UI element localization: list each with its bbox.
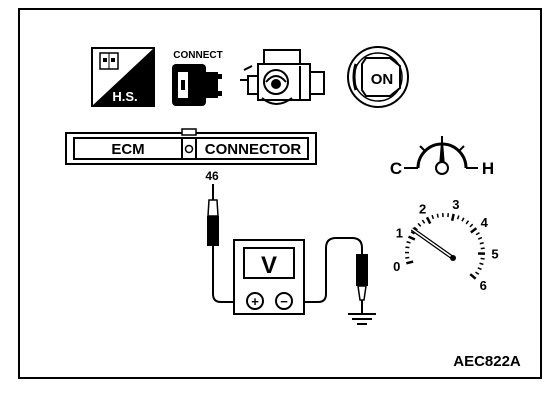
tach-minor-tick (413, 226, 418, 231)
hs-label: H.S. (112, 89, 137, 104)
ecm-connector: ECM CONNECTOR 46 (65, 128, 317, 183)
tach-minor-tick (475, 232, 480, 236)
tach-minor-tick (406, 241, 411, 244)
negative-lead-wire (294, 237, 363, 303)
positive-lead-wire (212, 254, 244, 303)
ground-probe (356, 254, 368, 314)
tach-minor-tick (431, 214, 435, 220)
tach-minor-tick (479, 242, 484, 245)
tach-minor-tick (479, 262, 484, 266)
connect-plug-icon: CONNECT (172, 50, 223, 106)
tachometer-scale: 0 1 2 3 4 5 6 (393, 197, 499, 293)
engine-icon (240, 49, 325, 105)
tachometer-ticks (404, 213, 486, 280)
tach-minor-tick (417, 222, 422, 227)
connect-label: CONNECT (173, 50, 222, 61)
tach-minor-tick (477, 236, 483, 240)
tach-label-4: 4 (481, 215, 489, 230)
tach-minor-tick (436, 213, 439, 218)
positive-probe (207, 184, 219, 254)
tach-label-0: 0 (393, 259, 400, 274)
tach-label-2: 2 (419, 201, 426, 216)
tach-major-tick (470, 227, 478, 234)
tach-major-tick (407, 235, 416, 241)
tach-label-5: 5 (491, 247, 498, 262)
tach-label-6: 6 (480, 278, 487, 293)
connector-label: CONNECTOR (205, 141, 302, 158)
tach-label-3: 3 (452, 197, 459, 212)
tachometer: 0 1 2 3 4 5 6 (393, 197, 499, 293)
pin-number: 46 (205, 169, 219, 183)
tach-major-tick (450, 213, 455, 222)
ignition-on-text: ON (371, 71, 394, 88)
tach-major-tick (406, 260, 414, 265)
ecm-label: ECM (111, 141, 144, 158)
voltmeter: V + − (233, 239, 305, 315)
voltmeter-symbol: V (261, 252, 277, 279)
tach-minor-tick (456, 215, 460, 220)
tachometer-needle (410, 227, 456, 261)
tach-minor-tick (469, 223, 474, 228)
tach-minor-tick (477, 267, 482, 271)
tach-major-tick (469, 273, 477, 280)
tach-minor-tick (480, 257, 485, 260)
temp-cold-label: C (390, 159, 402, 178)
tach-minor-tick (465, 220, 470, 225)
minus-terminal: − (280, 294, 288, 309)
tach-minor-tick (421, 219, 426, 224)
tach-minor-tick (461, 217, 465, 222)
tach-minor-tick (410, 231, 415, 235)
tach-minor-tick (475, 271, 480, 275)
ignition-key-on-icon: ON (347, 46, 409, 108)
plus-terminal: + (251, 294, 259, 309)
ground-icon (348, 313, 376, 325)
tach-major-tick (425, 216, 432, 225)
handbook-hs-icon: H.S. (91, 47, 155, 107)
temperature-gauge: C H (390, 136, 494, 178)
tach-label-1: 1 (396, 226, 403, 241)
temp-hot-label: H (482, 159, 494, 178)
tach-minor-tick (405, 246, 410, 249)
figure-code: AEC822A (453, 353, 521, 370)
